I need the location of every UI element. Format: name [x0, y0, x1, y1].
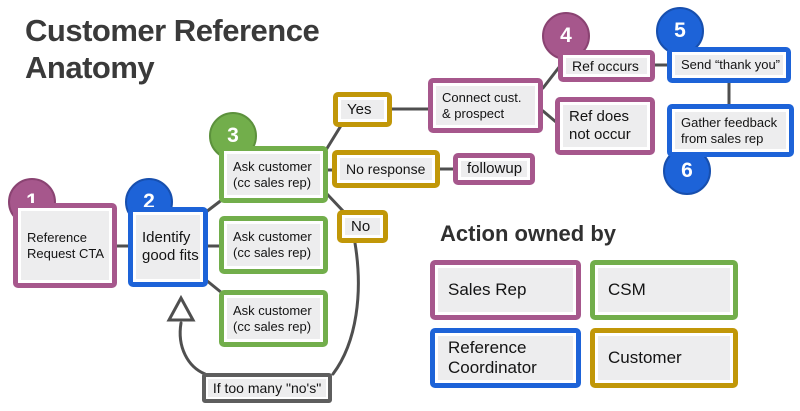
legend-item-customer: Customer [590, 328, 738, 388]
connector-ask1-to-yes [324, 122, 344, 152]
legend-item-sales-rep: Sales Rep [430, 260, 581, 320]
flow-node-gather-feedback: Gather feedback from sales rep [667, 104, 794, 157]
flow-node-followup: followup [453, 153, 535, 185]
step-number: 2 [143, 190, 155, 213]
flow-node-ref-does-not-occur: Ref does not occur [555, 97, 655, 155]
legend-item-csm: CSM [590, 260, 738, 320]
connector-if-too-many-to-identify-curve [178, 321, 207, 376]
page-title: Customer Reference Anatomy [25, 13, 320, 85]
flow-node-yes: Yes [333, 92, 392, 127]
flow-node-no: No [337, 210, 388, 243]
connector-connect-to-ref-occurs [541, 64, 562, 90]
step-number: 1 [26, 190, 38, 213]
flow-node-ask-customer-2: Ask customer (cc sales rep) [219, 216, 328, 274]
flow-node-if-too-many-nos: If too many "no's" [202, 373, 332, 403]
flow-node-identify-good-fits: Identify good fits [128, 207, 208, 287]
step-number: 5 [674, 19, 686, 42]
flow-node-reference-request-cta: Reference Request CTA [13, 203, 117, 288]
flow-node-connect-cust-prospect: Connect cust. & prospect [428, 78, 543, 133]
flow-node-ask-customer-3: Ask customer (cc sales rep) [219, 290, 328, 347]
flow-node-ask-customer-1: Ask customer (cc sales rep) [219, 146, 328, 203]
step-number: 6 [681, 159, 693, 182]
flow-node-ref-occurs: Ref occurs [558, 50, 655, 82]
connector-ask1-to-no [325, 192, 346, 214]
step-number: 4 [560, 24, 572, 47]
step-number: 3 [227, 124, 239, 147]
legend-item-reference-coordinator: Reference Coordinator [430, 328, 581, 388]
connector-no-to-if-too-many-curve [331, 241, 360, 376]
flow-node-no-response: No response [332, 150, 440, 188]
legend-heading: Action owned by [440, 221, 616, 246]
loop-arrowhead-icon [166, 294, 196, 322]
connector-connect-to-ref-not [541, 109, 558, 124]
flow-node-send-thank-you: Send “thank you” [667, 47, 791, 83]
